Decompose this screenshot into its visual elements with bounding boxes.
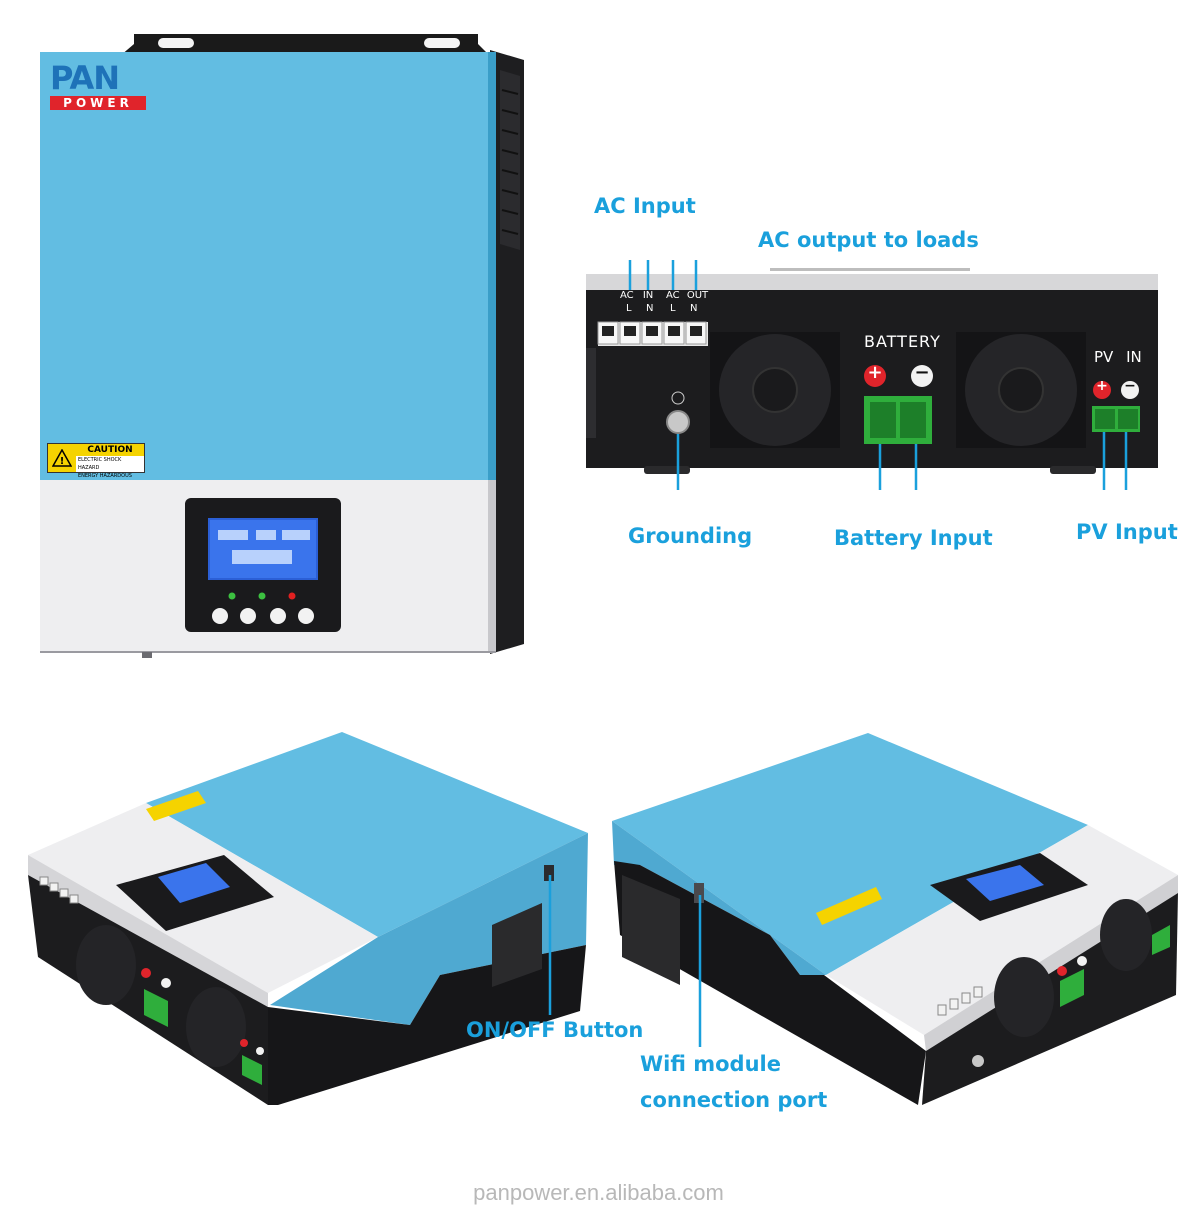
callout-wifi-line1: Wifi module [640,1052,781,1076]
callout-grounding: Grounding [628,524,753,548]
callout-ac-input: AC Input [594,194,696,218]
battery-minus-icon: − [914,362,930,383]
ac-out-terminal-label: AC OUT [666,290,709,301]
caution-label: ! CAUTION ELECTRIC SHOCK HAZARD ENERGY H… [47,443,145,479]
battery-plus-icon: + [867,362,883,383]
warning-icon: ! [48,444,76,472]
pv-terminal-label: PV IN [1094,348,1142,366]
caution-title: CAUTION [76,444,144,456]
brand-name: PAN [50,59,120,97]
callout-onoff-button: ON/OFF Button [466,1018,644,1042]
caution-line2: ENERGY HAZARDOUS [78,473,132,479]
brand-subname: POWER [50,96,146,110]
inverter-rear-panel [586,260,1158,490]
terminal-letter-4: N [690,303,698,314]
inverter-front-view [40,34,524,658]
caution-line1: ELECTRIC SHOCK HAZARD [78,457,122,471]
pv-minus-icon: − [1124,378,1136,394]
svg-text:!: ! [60,456,65,467]
battery-terminal-label: BATTERY [864,332,941,351]
inverter-iso-left-view [28,732,588,1105]
brand-logo: PAN POWER [50,62,146,110]
pv-plus-icon: + [1096,378,1108,394]
callout-battery-input: Battery Input [834,526,993,550]
callout-pv-input: PV Input [1076,520,1178,544]
callout-wifi-line2: connection port [640,1088,828,1112]
terminal-letter-1: L [626,303,632,314]
watermark: panpower.en.alibaba.com [473,1180,724,1205]
terminal-letter-3: L [670,303,676,314]
callout-ac-output: AC output to loads [758,228,979,252]
inverter-iso-right-view [612,733,1178,1105]
terminal-letter-2: N [646,303,654,314]
ac-in-terminal-label: AC IN [620,290,654,301]
